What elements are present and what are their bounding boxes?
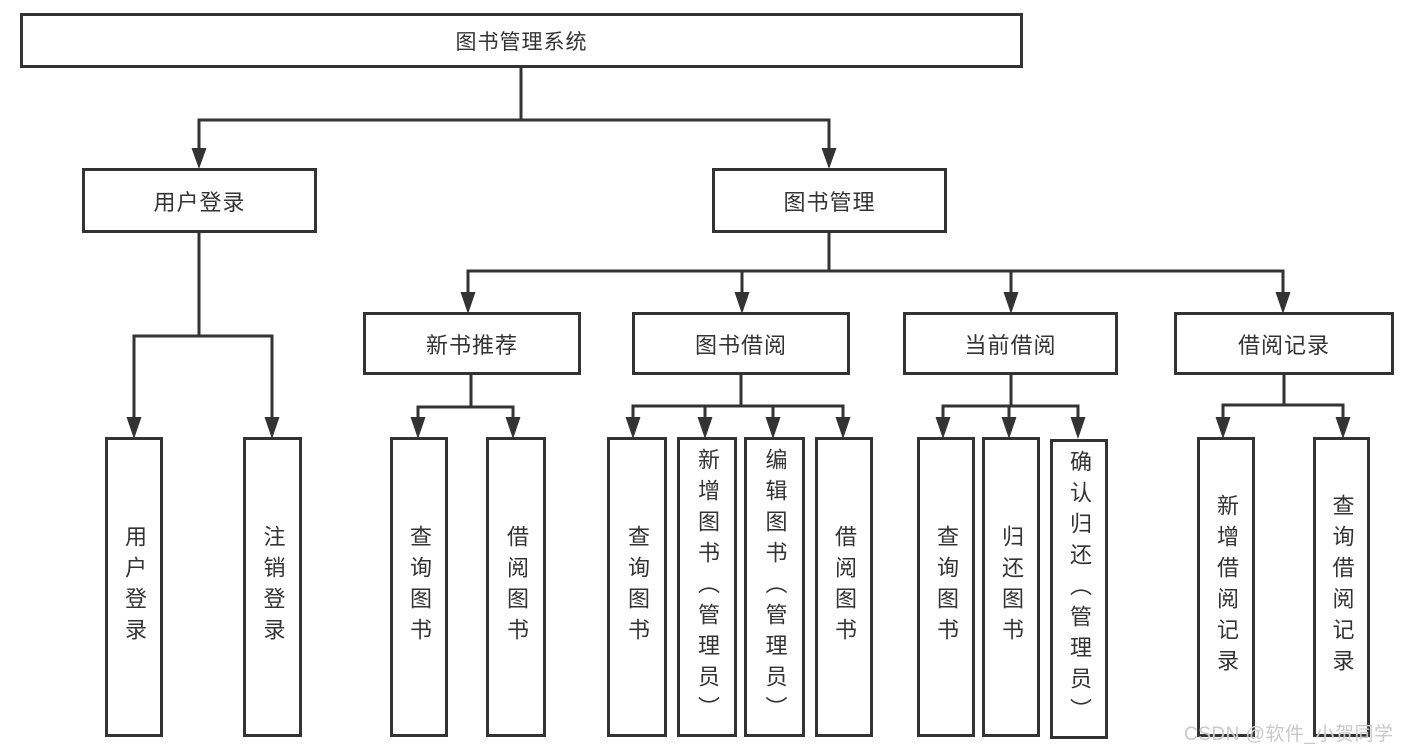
leaf-add-book-admin: 新增图书（管理员） [677, 437, 737, 737]
node-label: 图书管理 [783, 189, 876, 215]
node-library-management-system: 图书管理系统 [20, 13, 1023, 68]
node-label: 查询借阅记录 [1329, 494, 1355, 680]
node-label: 新书推荐 [425, 332, 518, 358]
leaf-edit-book-admin: 编辑图书（管理员） [744, 437, 805, 737]
node-label: 用户登录 [153, 189, 246, 215]
node-label: 查询图书 [625, 525, 650, 649]
node-label: 新增借阅记录 [1214, 494, 1239, 680]
leaf-user-login: 用户登录 [105, 437, 163, 737]
node-label: 借阅图书 [504, 525, 529, 649]
node-book-management: 图书管理 [712, 168, 947, 233]
node-new-book-recommend: 新书推荐 [363, 312, 581, 375]
node-label: 查询图书 [934, 525, 959, 649]
leaf-query-books-borrow: 查询图书 [607, 437, 667, 737]
node-label: 图书借阅 [694, 332, 787, 358]
node-label: 当前借阅 [964, 332, 1057, 358]
leaf-confirm-return-admin: 确认归还（管理员） [1050, 439, 1108, 739]
node-label: 用户登录 [122, 525, 147, 649]
leaf-return-books: 归还图书 [982, 437, 1040, 737]
leaf-logout: 注销登录 [243, 437, 302, 737]
node-label: 查询图书 [407, 525, 432, 649]
leaf-borrow-books-recommend: 借阅图书 [486, 437, 546, 737]
node-label: 确认归还（管理员） [1067, 449, 1092, 729]
leaf-query-books-current: 查询图书 [917, 437, 975, 737]
arrowheads [126, 148, 1351, 439]
leaf-borrow-books: 借阅图书 [815, 437, 873, 737]
leaf-add-borrow-record: 新增借阅记录 [1197, 437, 1255, 737]
node-label: 注销登录 [260, 525, 286, 649]
node-label: 借阅图书 [832, 525, 857, 649]
csdn-watermark: CSDN @软件_小贺同学 [1184, 724, 1394, 745]
leaf-query-borrow-record: 查询借阅记录 [1313, 437, 1370, 737]
node-label: 借阅记录 [1237, 332, 1330, 358]
node-user-login: 用户登录 [82, 168, 317, 233]
node-label: 编辑图书（管理员） [762, 447, 788, 727]
node-borrowing-records: 借阅记录 [1174, 312, 1394, 375]
node-label: 新增图书（管理员） [695, 447, 720, 727]
leaf-query-books-recommend: 查询图书 [390, 437, 448, 737]
node-label: 归还图书 [999, 525, 1024, 649]
node-book-borrowing: 图书借阅 [632, 312, 850, 375]
node-label: 图书管理系统 [455, 30, 588, 54]
node-current-borrowing: 当前借阅 [903, 312, 1118, 375]
